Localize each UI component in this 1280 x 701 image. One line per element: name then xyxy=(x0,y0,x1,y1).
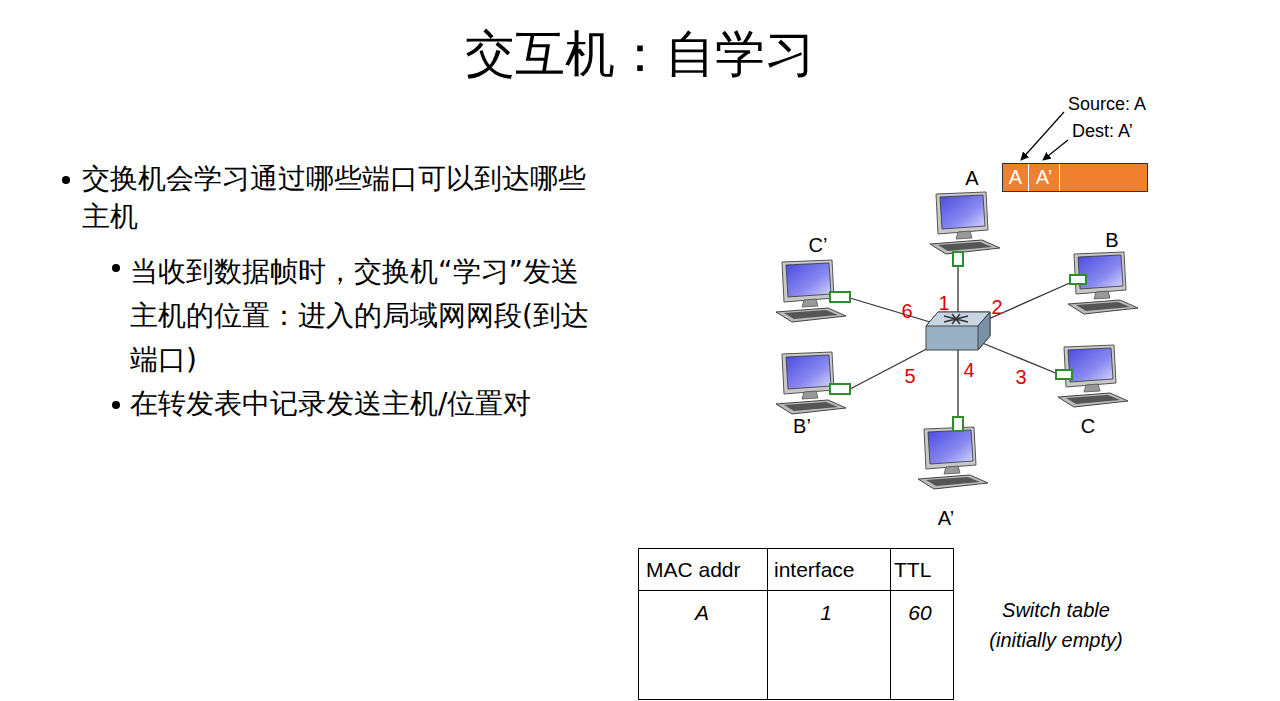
host-label: C’ xyxy=(798,233,838,257)
table-header: interface xyxy=(774,557,889,583)
ethernet-frame: AA’ xyxy=(1002,163,1148,192)
table-cell: A xyxy=(647,600,757,626)
port-number: 4 xyxy=(959,358,979,382)
switch-icon xyxy=(926,312,990,350)
table-caption: Switch table (initially empty) xyxy=(966,595,1146,655)
bullet-text: 在转发表中记录发送主机/位置对 xyxy=(130,384,610,424)
port-number: 5 xyxy=(900,364,920,388)
host-label: A xyxy=(952,166,992,190)
table-cell: 1 xyxy=(771,600,881,626)
host-label: B’ xyxy=(782,414,822,438)
callout-leaders xyxy=(1021,112,1068,160)
table-header: TTL xyxy=(894,557,952,583)
frame-callout: Source: A xyxy=(1068,93,1188,115)
host-icons xyxy=(776,192,1138,489)
port-number: 2 xyxy=(987,295,1007,319)
frame-field: A xyxy=(1003,164,1029,191)
bullet-text: 交换机会学习通过哪些端口可以到达哪些主机 xyxy=(82,160,612,236)
bullet-text: 当收到数据帧时，交换机“学习”发送主机的位置：进入的局域网网段(到达端口) xyxy=(130,250,600,382)
table-cell: 60 xyxy=(892,600,948,626)
port-number: 3 xyxy=(1011,365,1031,389)
frame-field: A’ xyxy=(1029,164,1060,191)
host-label: A’ xyxy=(926,506,966,530)
switch-table-grid xyxy=(638,548,954,700)
host-label: B xyxy=(1092,228,1132,252)
table-header: MAC addr xyxy=(646,557,766,583)
link-wires xyxy=(850,266,1072,420)
port-number: 1 xyxy=(934,291,954,315)
slide-title: 交互机：自学习 xyxy=(0,22,1280,86)
nic-ports xyxy=(830,252,1086,431)
frame-callout: Dest: A’ xyxy=(1072,120,1192,142)
port-number: 6 xyxy=(897,299,917,323)
host-label: C xyxy=(1068,414,1108,438)
